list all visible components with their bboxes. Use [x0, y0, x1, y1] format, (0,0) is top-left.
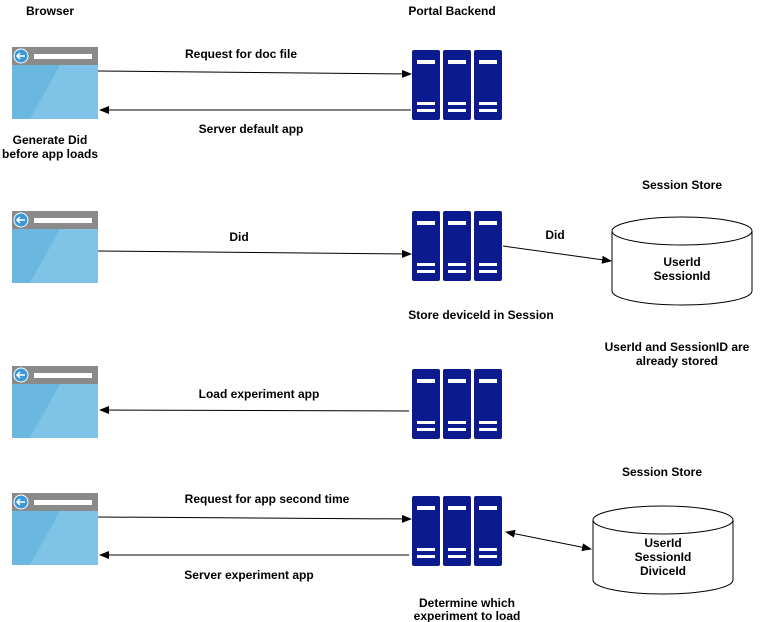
session-store-title-1: Session Store — [641, 178, 723, 192]
server-rack-icon — [412, 496, 502, 566]
store1-sessionid: SessionId — [653, 269, 711, 283]
browser-window-icon — [12, 366, 98, 438]
store-deviceid-note: Store deviceId in Session — [408, 308, 554, 322]
server-rack-icon — [412, 211, 502, 281]
determine-experiment-note-line2: experiment to load — [413, 609, 521, 622]
arrow-did-to-server — [97, 249, 412, 258]
store1-userid: UserId — [663, 255, 701, 269]
store2-sessionid: SessionId — [634, 550, 692, 564]
server-rack-icon — [412, 50, 502, 120]
arrow-request-doc — [97, 69, 412, 78]
did-label-store: Did — [545, 228, 565, 242]
browser-window-icon — [12, 47, 98, 119]
arrow-load-experiment-app — [99, 406, 410, 415]
did-label-browser: Did — [229, 230, 249, 244]
already-stored-note-line2: already stored — [635, 354, 719, 368]
session-store-2-database-icon — [592, 505, 734, 595]
store2-userid: UserId — [644, 536, 682, 550]
already-stored-note-line1: UserId and SessionID are — [604, 340, 750, 354]
arrow-request-second-time — [97, 514, 412, 523]
store2-diviceid: DiviceId — [639, 564, 687, 578]
generate-did-note-line1: Generate Did — [12, 133, 88, 147]
portal-backend-header: Portal Backend — [408, 4, 496, 18]
arrow-did-to-store — [502, 245, 612, 264]
request-second-time-label: Request for app second time — [184, 492, 350, 506]
server-experiment-app-label: Server experiment app — [184, 568, 314, 582]
browser-window-icon — [12, 493, 98, 565]
request-doc-label: Request for doc file — [184, 47, 298, 61]
generate-did-note-line2: before app loads — [1, 147, 99, 161]
arrow-server-store-bidirectional — [505, 529, 592, 552]
session-store-1-database-icon — [611, 216, 753, 306]
server-rack-icon — [412, 369, 502, 439]
load-experiment-app-label: Load experiment app — [198, 387, 320, 401]
server-default-app-label: Server default app — [198, 122, 304, 136]
browser-window-icon — [12, 211, 98, 283]
session-store-title-2: Session Store — [621, 465, 703, 479]
browser-header: Browser — [25, 4, 75, 18]
determine-experiment-note-line1: Determine which — [418, 596, 516, 610]
